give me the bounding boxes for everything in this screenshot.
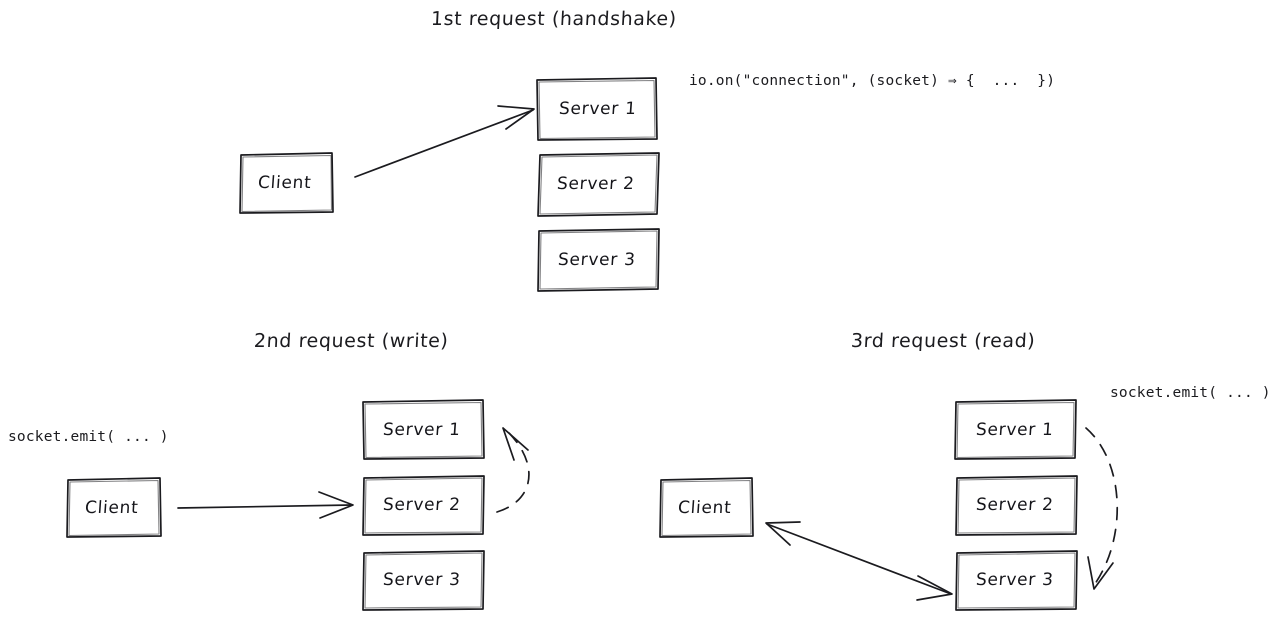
node-box-server1-handshake[interactable] bbox=[536, 77, 658, 141]
node-box-server2-read[interactable] bbox=[955, 475, 1078, 536]
double-arrow-client-server3 bbox=[765, 521, 953, 601]
node-label-client-handshake: Client bbox=[257, 173, 313, 193]
code-annotation-emit-read: socket.emit( ... ) bbox=[1110, 385, 1271, 401]
node-box-client-write[interactable] bbox=[66, 477, 162, 538]
node-label-server2-handshake: Server 2 bbox=[556, 174, 636, 194]
node-label-server1-write: Server 1 bbox=[382, 420, 462, 440]
arrow-client-to-server1 bbox=[354, 105, 535, 178]
node-label-server1-read: Server 1 bbox=[975, 420, 1055, 440]
node-box-server3-read[interactable] bbox=[955, 550, 1078, 611]
node-label-server3-read: Server 3 bbox=[975, 570, 1055, 590]
node-label-server3-handshake: Server 3 bbox=[557, 250, 637, 270]
node-box-server2-handshake[interactable] bbox=[537, 152, 660, 217]
node-label-server3-write: Server 3 bbox=[382, 570, 462, 590]
node-box-server1-read[interactable] bbox=[954, 399, 1077, 460]
node-label-server2-write: Server 2 bbox=[382, 495, 462, 515]
node-label-client-read: Client bbox=[677, 498, 733, 518]
arrow-client-to-server2 bbox=[177, 491, 354, 519]
dashed-arrow-server1-to-server3 bbox=[1085, 427, 1118, 590]
code-annotation-connection: io.on("connection", (socket) ⇒ { ... }) bbox=[689, 73, 1056, 89]
node-box-server1-write[interactable] bbox=[362, 399, 485, 460]
code-annotation-emit-write: socket.emit( ... ) bbox=[8, 429, 169, 445]
node-box-client-read[interactable] bbox=[659, 477, 754, 538]
node-box-server3-write[interactable] bbox=[362, 550, 485, 611]
node-label-client-write: Client bbox=[84, 498, 140, 518]
panel-title-handshake: 1st request (handshake) bbox=[430, 8, 678, 30]
node-box-server3-handshake[interactable] bbox=[537, 228, 660, 292]
node-box-client-handshake[interactable] bbox=[239, 152, 334, 214]
node-label-server1-handshake: Server 1 bbox=[558, 99, 638, 119]
panel-title-write: 2nd request (write) bbox=[253, 330, 450, 352]
panel-title-read: 3rd request (read) bbox=[850, 330, 1036, 352]
node-box-server2-write[interactable] bbox=[362, 475, 485, 536]
node-label-server2-read: Server 2 bbox=[975, 495, 1055, 515]
dashed-arrow-server2-to-server1 bbox=[496, 427, 530, 513]
